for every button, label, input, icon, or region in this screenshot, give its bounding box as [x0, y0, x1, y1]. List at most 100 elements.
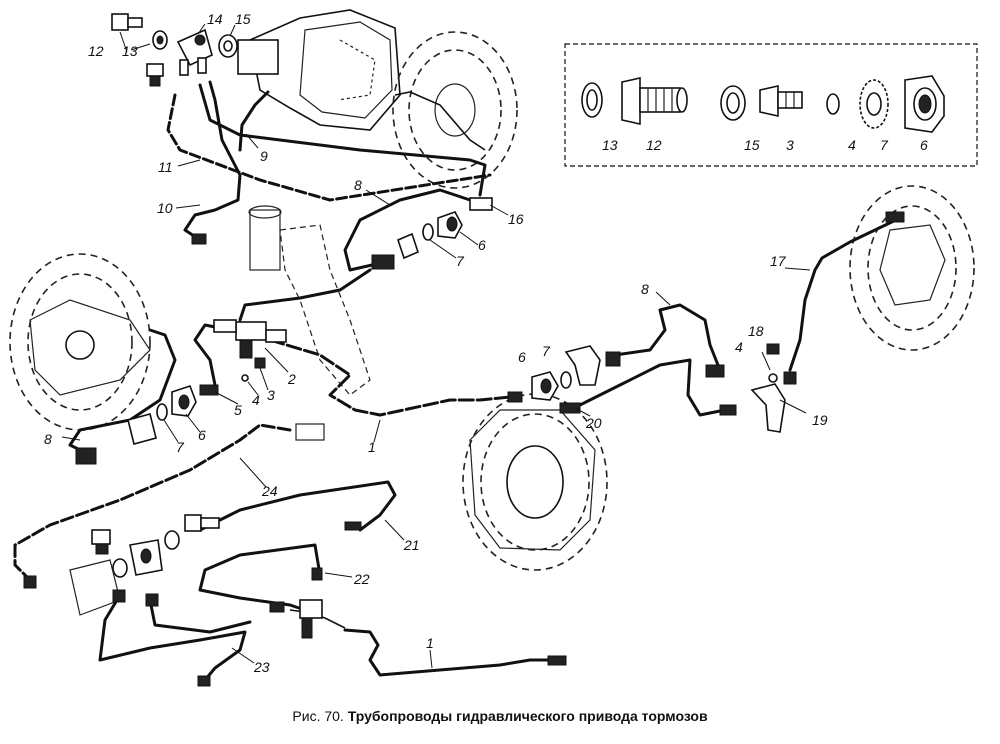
label-6-right: 6: [518, 349, 526, 365]
bolt-12-icon: [111, 13, 143, 31]
washer-lower-icon: [112, 530, 180, 578]
tee-lower-center-icon: [299, 599, 323, 639]
label-6-left: 6: [198, 427, 206, 443]
label-21: 21: [403, 537, 420, 553]
master-cylinder-mount: [248, 205, 371, 396]
label-24: 24: [261, 483, 278, 499]
pipe-5: [193, 323, 232, 387]
label-10: 10: [157, 200, 173, 216]
label-8-upper: 8: [354, 177, 362, 193]
figure-caption: Рис. 70. Трубопроводы гидравлического пр…: [0, 708, 1000, 724]
fitting-5-icon: [199, 384, 219, 396]
front-left-brake-drum: [9, 253, 151, 431]
hose-8-left: [68, 328, 177, 457]
inset-label-13: 13: [602, 137, 618, 153]
inset-label-12: 12: [646, 137, 662, 153]
label-19: 19: [812, 412, 828, 428]
inset-label-6: 6: [920, 137, 928, 153]
label-2: 2: [287, 371, 296, 387]
washer-7-upper-icon: [422, 223, 434, 241]
pipe-23: [98, 593, 247, 682]
inset-label-15: 15: [744, 137, 760, 153]
pipelines: [13, 80, 902, 682]
bolt-18-icon: [766, 343, 780, 355]
bracket-icon: [564, 345, 601, 386]
parts: [23, 13, 905, 687]
inset-label-3: 3: [786, 137, 794, 153]
pipe-23b: [148, 598, 252, 634]
hose-9: [238, 90, 270, 152]
label-8-right: 8: [641, 281, 649, 297]
label-3: 3: [267, 387, 275, 403]
pipe-20: [568, 358, 727, 417]
label-13: 13: [122, 43, 138, 59]
washer-7-right-icon: [560, 371, 572, 389]
bracket-19-icon: [750, 383, 786, 433]
ring-4-right-icon: [768, 373, 778, 383]
pipe-11: [166, 93, 492, 202]
pipe-21: [198, 480, 397, 532]
washer-15-icon: [218, 34, 238, 58]
inset-label-7: 7: [880, 137, 889, 153]
label-4: 4: [252, 392, 260, 408]
label-1-lower: 1: [426, 635, 434, 651]
pipe-10: [183, 80, 242, 242]
front-right-brake-drum: [849, 185, 975, 351]
bolt-lower-icon: [184, 514, 220, 532]
bushing-left-icon: [127, 413, 157, 445]
ring-4-icon: [241, 374, 249, 382]
caption-prefix: Рис. 70.: [292, 708, 344, 724]
rear-axle-housing: [237, 9, 401, 131]
label-6-upper: 6: [478, 237, 486, 253]
pipe-rear-to-16: [198, 83, 487, 197]
label-16: 16: [508, 211, 524, 227]
sensor-icon: [146, 63, 164, 87]
union-12-inset-icon: [621, 77, 688, 125]
inset-label-4: 4: [848, 137, 856, 153]
fitting-upper-icon: [371, 254, 395, 270]
washer-13-icon: [152, 30, 168, 50]
rear-right-brake-drum: [392, 31, 518, 189]
bushing-upper-icon: [397, 232, 419, 260]
label-7-left: 7: [176, 439, 185, 455]
pipe-1-main: [268, 338, 512, 417]
tee-14-icon: [176, 28, 213, 76]
label-23: 23: [253, 659, 270, 675]
ring-4-inset-icon: [826, 93, 840, 115]
washer-7-left-icon: [156, 403, 168, 421]
washer-15-inset-icon: [720, 85, 746, 121]
tee-2-icon: [213, 319, 287, 359]
label-20: 20: [585, 415, 602, 431]
nut-6-inset-icon: [904, 75, 945, 133]
label-18: 18: [748, 323, 764, 339]
leader-lines: [61, 23, 811, 669]
nut-6-upper-icon: [437, 211, 463, 239]
label-1-upper: 1: [368, 439, 376, 455]
pipe-24: [13, 423, 292, 582]
label-17: 17: [770, 253, 787, 269]
label-11: 11: [158, 159, 173, 175]
caption-title: Трубопроводы гидравлического привода тор…: [347, 708, 708, 724]
sensor-lower-icon: [91, 529, 111, 555]
lock-washer-7-inset-icon: [859, 79, 889, 129]
tee-lower-icon: [129, 539, 163, 576]
nut-6-right-icon: [531, 371, 559, 401]
pipe-1-lower: [343, 628, 552, 677]
fitting-20-icon: [559, 402, 581, 414]
label-12: 12: [88, 43, 104, 59]
pipe-tee-upper: [238, 268, 372, 322]
hose-8-right: [613, 303, 722, 372]
nut-6-left-icon: [171, 384, 197, 417]
washer-13-inset-icon: [581, 82, 603, 118]
bolt-3-icon: [254, 357, 266, 369]
bolt-3-inset-icon: [759, 85, 803, 117]
pipe-rear-right: [394, 91, 486, 151]
label-9: 9: [260, 148, 268, 164]
end-fittings-icon: [23, 211, 905, 687]
label-5: 5: [234, 402, 242, 418]
fitting-16-icon: [469, 197, 493, 211]
label-22: 22: [353, 571, 370, 587]
label-4-right: 4: [735, 339, 743, 355]
label-14: 14: [207, 11, 223, 27]
